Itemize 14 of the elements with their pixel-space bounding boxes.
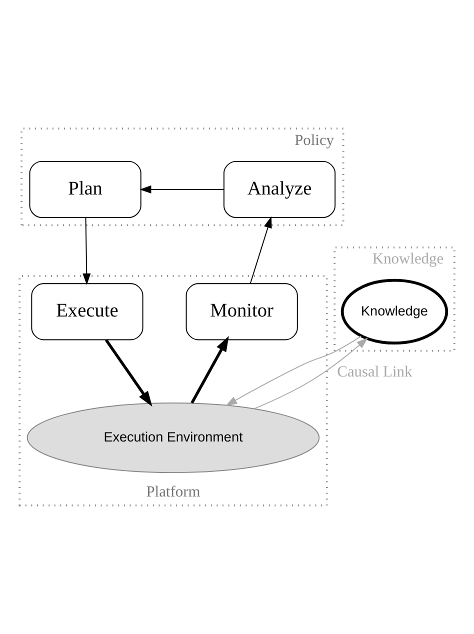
node-box: Plan xyxy=(29,160,142,218)
node-box: Analyze xyxy=(223,160,336,218)
node-ellipse: Knowledge xyxy=(340,278,448,345)
arrow xyxy=(225,336,362,406)
arrow xyxy=(104,339,152,407)
arrow xyxy=(82,217,91,285)
node-box: Monitor xyxy=(186,283,298,340)
arrow xyxy=(190,336,229,404)
arrow xyxy=(250,216,272,284)
edge-label: Causal Link xyxy=(337,364,412,381)
node-ellipse: Execution Environment xyxy=(26,402,320,474)
arrow xyxy=(140,185,224,194)
node-box: Execute xyxy=(31,283,144,340)
arrow xyxy=(254,338,368,410)
